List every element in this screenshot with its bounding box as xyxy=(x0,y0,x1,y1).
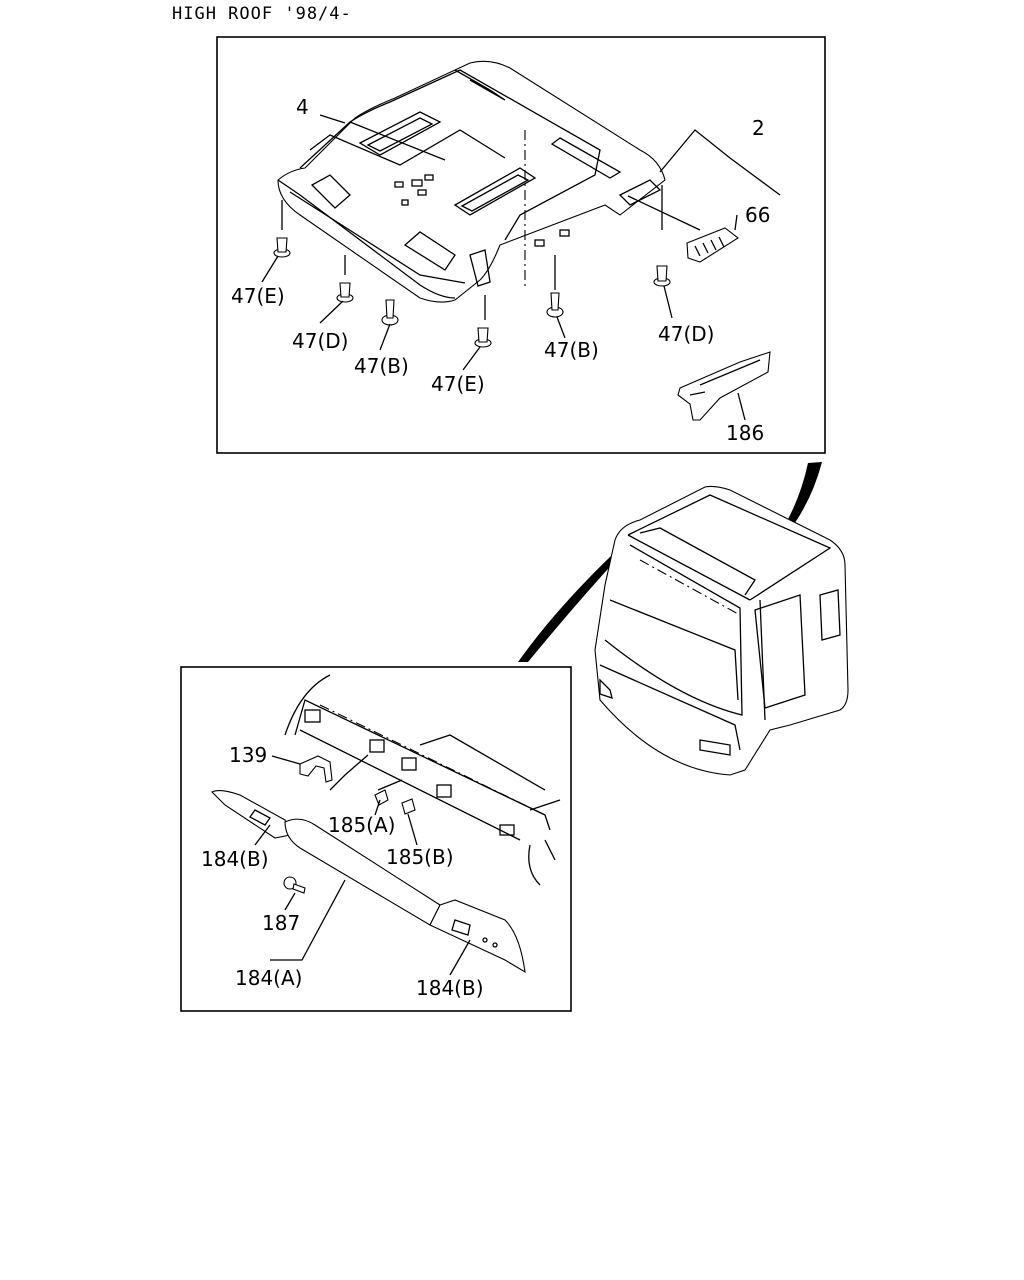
clip-185b[interactable] xyxy=(401,798,416,815)
clip-47d-right[interactable] xyxy=(653,265,671,287)
callout-185b: 185(B) xyxy=(386,845,454,869)
pointer-bottom xyxy=(518,555,616,662)
callout-66: 66 xyxy=(745,203,770,227)
callout-47b-right: 47(B) xyxy=(544,338,599,362)
screw-187[interactable] xyxy=(283,876,306,894)
clip-47b-left[interactable] xyxy=(381,299,399,326)
pointer-top xyxy=(782,462,822,530)
trim-186[interactable] xyxy=(677,351,771,421)
roof-panel[interactable] xyxy=(277,60,666,303)
callout-2: 2 xyxy=(752,116,765,140)
callout-184a: 184(A) xyxy=(235,966,302,990)
vent-grille-66[interactable] xyxy=(686,227,739,263)
clip-47e-mid[interactable] xyxy=(474,327,492,348)
callout-47e-mid: 47(E) xyxy=(431,372,485,396)
handle-detail-frame xyxy=(180,666,572,1012)
page-title: HIGH ROOF '98/4- xyxy=(172,4,352,24)
header-panel xyxy=(284,674,561,886)
callout-187: 187 xyxy=(262,911,300,935)
callout-47d-left: 47(D) xyxy=(292,329,348,353)
roof-detail-frame xyxy=(216,36,826,454)
callout-47b-left: 47(B) xyxy=(354,354,409,378)
bracket-139[interactable] xyxy=(299,755,333,783)
callout-186: 186 xyxy=(726,421,764,445)
clip-47e-left[interactable] xyxy=(273,237,291,258)
callout-184b-right: 184(B) xyxy=(416,976,484,1000)
clip-185a[interactable] xyxy=(374,789,389,806)
callout-47e-left: 47(E) xyxy=(231,284,285,308)
clip-47b-right[interactable] xyxy=(546,292,564,318)
callout-4: 4 xyxy=(296,95,309,119)
callout-185a: 185(A) xyxy=(328,813,395,837)
callout-47d-right: 47(D) xyxy=(658,322,714,346)
handle-end-184b-left[interactable] xyxy=(211,789,291,839)
clip-47d-left[interactable] xyxy=(336,282,354,303)
callout-184b-left: 184(B) xyxy=(201,847,269,871)
handle-end-184b-right[interactable] xyxy=(429,899,526,974)
callout-139: 139 xyxy=(229,743,267,767)
truck-cab xyxy=(594,485,849,776)
